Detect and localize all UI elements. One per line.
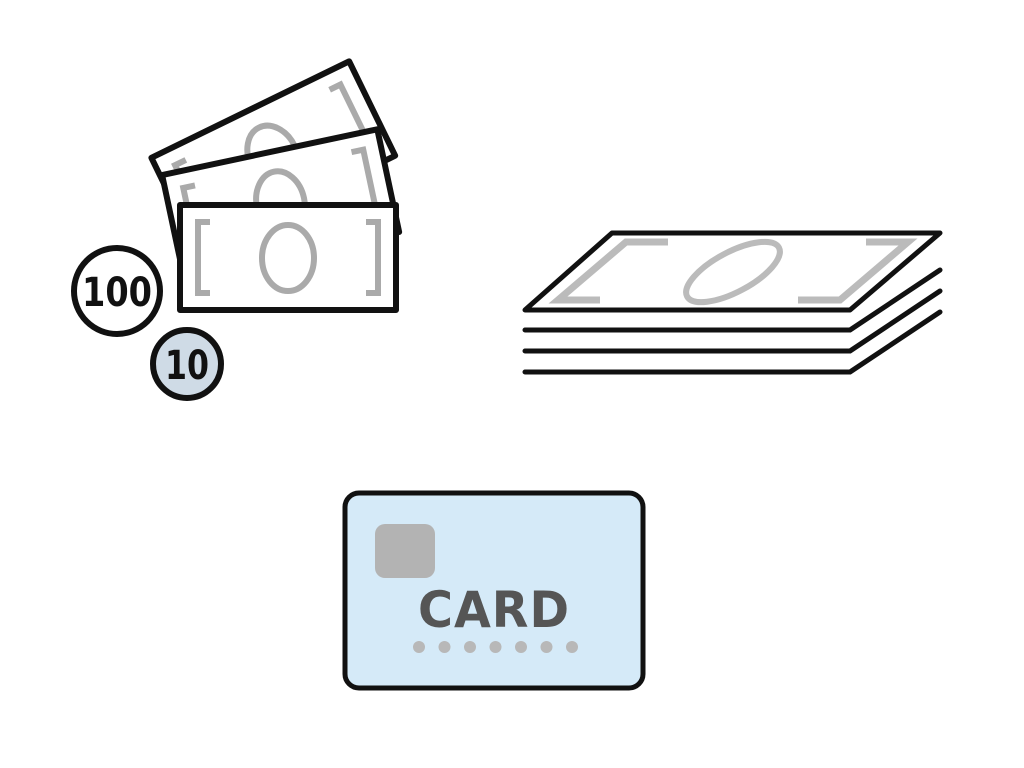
card-dot xyxy=(413,641,425,653)
coin-100-icon: 100 xyxy=(71,245,163,337)
banknote-stack-icon xyxy=(522,230,943,375)
card-dot xyxy=(489,641,502,653)
card-dot xyxy=(540,641,553,653)
banknote-front xyxy=(177,202,399,313)
credit-card-icon: CARD xyxy=(342,490,646,691)
card-dot xyxy=(515,641,527,653)
card-dot xyxy=(464,641,476,653)
card-dot xyxy=(438,641,451,653)
card-chip xyxy=(375,524,435,578)
card-dot xyxy=(566,641,578,653)
coin-10-icon: 10 xyxy=(150,327,224,401)
card-label: CARD xyxy=(418,581,570,639)
coin-100-label: 100 xyxy=(82,270,152,316)
banknotes-fan-icon xyxy=(148,58,403,313)
coin-10-label: 10 xyxy=(165,343,209,389)
card-dots xyxy=(413,641,578,653)
